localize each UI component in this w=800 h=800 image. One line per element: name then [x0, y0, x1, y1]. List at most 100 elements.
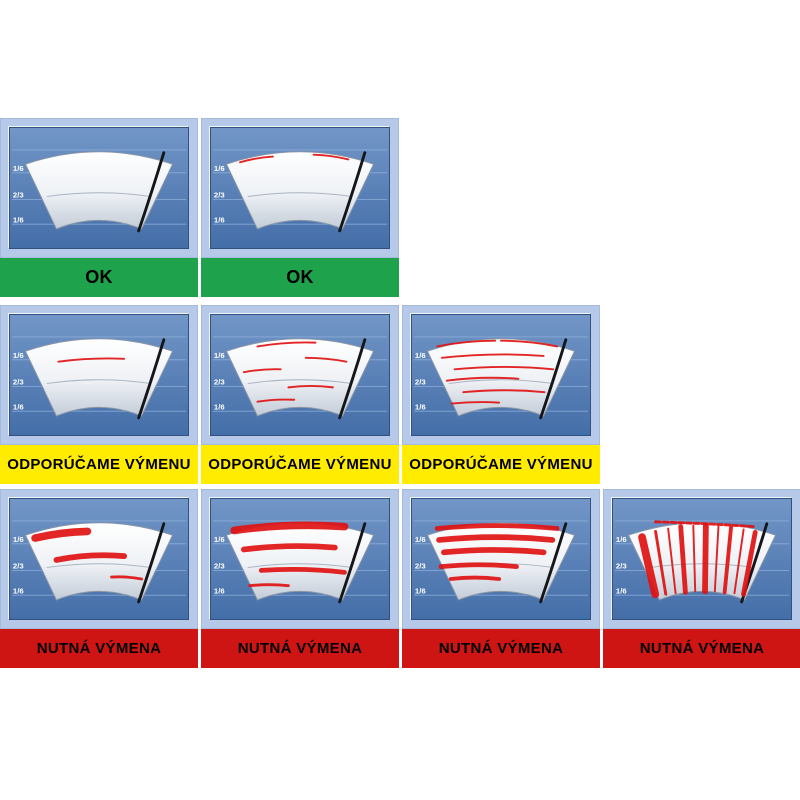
wear-streak [500, 339, 559, 348]
wiper-test-image: 1/6 2/3 1/6 [0, 118, 198, 258]
wear-streak [256, 341, 317, 348]
wiper-blade [137, 522, 166, 604]
scale-label: 1/6 [415, 586, 426, 595]
wear-streak [110, 575, 144, 581]
wear-streak [57, 357, 126, 363]
wear-streak [248, 583, 290, 588]
scale-label: 1/6 [214, 164, 225, 173]
scale-label: 1/6 [13, 535, 24, 544]
scale-label: 2/3 [214, 562, 225, 571]
wear-streak [304, 356, 348, 363]
wear-streak [445, 376, 520, 382]
wear-streak [667, 527, 677, 595]
scale-label: 1/6 [616, 586, 627, 595]
wiped-fan-area [225, 338, 375, 417]
wear-streak [436, 339, 497, 348]
wear-panel-1: 1/6 2/3 1/6 OK [0, 118, 198, 297]
fan-shading-line [46, 192, 152, 198]
fan-shading-line [46, 379, 152, 385]
row-ok: 1/6 2/3 1/6 OK 1/6 2/3 1/6 OK [0, 118, 800, 297]
windshield-screen: 1/6 2/3 1/6 [612, 498, 792, 620]
scale-label: 1/6 [13, 215, 24, 224]
status-bar-required: NUTNÁ VÝMENA [0, 629, 198, 668]
wiper-test-image: 1/6 2/3 1/6 [201, 489, 399, 629]
status-bar-required: NUTNÁ VÝMENA [603, 629, 800, 668]
wear-streak [53, 552, 128, 563]
scale-label: 2/3 [214, 378, 225, 387]
wear-streak [441, 547, 547, 556]
wear-streak [462, 389, 546, 394]
wear-streak [287, 385, 334, 389]
scale-label: 1/6 [214, 586, 225, 595]
scale-label: 1/6 [616, 535, 627, 544]
wear-streak [240, 543, 338, 553]
status-bar-required: NUTNÁ VÝMENA [402, 629, 600, 668]
wiper-blade [539, 338, 568, 420]
status-bar-required: NUTNÁ VÝMENA [201, 629, 399, 668]
wiper-test-image: 1/6 2/3 1/6 [603, 489, 800, 629]
wear-panel-7: 1/6 2/3 1/6 NUTNÁ VÝMENA [201, 489, 399, 668]
wear-streak [242, 368, 282, 374]
wear-streak [31, 527, 92, 542]
row-replacement-necessary: 1/6 2/3 1/6 NUTNÁ VÝMENA 1/6 2/3 1/6 NUTNÁ V… [0, 489, 800, 668]
scale-label: 1/6 [13, 586, 24, 595]
status-bar-recommend: ODPORÚČAME VÝMENU [0, 445, 198, 484]
wear-streak [448, 575, 501, 581]
status-bar-ok: OK [201, 258, 399, 297]
wear-streak [256, 398, 296, 403]
wiped-fan-area [24, 522, 174, 601]
scale-label: 2/3 [214, 191, 225, 200]
wear-streak [713, 525, 720, 593]
scale-label: 1/6 [415, 535, 426, 544]
wear-streak [239, 155, 274, 164]
wiper-fan-graphic: 1/62/31/6 [211, 128, 389, 248]
wiper-fan-graphic: 1/62/31/6 [412, 315, 590, 435]
scale-label: 1/6 [415, 402, 426, 411]
wiper-fan-graphic: 1/6 2/3 1/6 [10, 128, 188, 248]
wear-streak [733, 528, 745, 595]
wiper-fan-graphic: 1/62/31/6 [211, 315, 389, 435]
wiper-blade [137, 338, 166, 420]
wear-streak [678, 524, 688, 595]
wear-streak [436, 534, 556, 543]
windshield-screen: 1/6 2/3 1/6 [9, 127, 189, 249]
status-bar-ok: OK [0, 258, 198, 297]
scale-label: 2/3 [13, 191, 24, 200]
status-bar-recommend: ODPORÚČAME VÝMENU [201, 445, 399, 484]
wiper-blade [338, 522, 367, 604]
scale-label: 2/3 [13, 378, 24, 387]
wiper-blade [338, 151, 367, 233]
fan-shading-line [448, 379, 554, 385]
wiper-fan-graphic: 1/6 2/3 1/6 [613, 499, 791, 619]
wear-streak [312, 153, 350, 161]
scale-label: 1/6 [13, 164, 24, 173]
wear-streak [441, 353, 545, 359]
scale-label: 1/6 [214, 402, 225, 411]
scale-label: 1/6 [214, 535, 225, 544]
scale-label: 2/3 [616, 562, 627, 571]
wiper-fan-graphic: 1/62/31/6 [10, 315, 188, 435]
wear-streak [638, 533, 660, 599]
wear-streak [450, 401, 501, 405]
wear-streak [741, 529, 758, 597]
wiper-fan-graphic: 1/6 2/3 1/6 [211, 499, 389, 619]
fan-shading-line [247, 563, 353, 569]
wiped-fan-area [24, 338, 174, 417]
scale-label: 1/6 [13, 402, 24, 411]
wear-streak [434, 523, 560, 531]
wiper-fan-graphic: 1/62/31/6 [10, 499, 188, 619]
